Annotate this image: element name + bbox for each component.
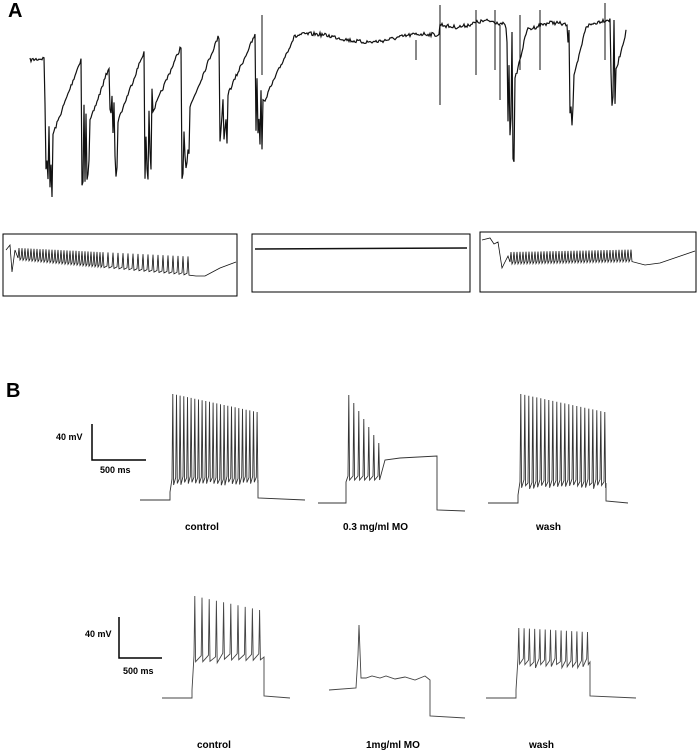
label-b1-wash: wash <box>535 522 561 533</box>
trace-b2-mo <box>328 624 466 719</box>
scalebar-row2-time: 500 ms <box>123 666 154 676</box>
panel-a-letter: A <box>8 0 23 22</box>
trace-b2-control <box>162 595 291 699</box>
trace-b1-wash <box>488 393 629 504</box>
label-b2-mo: 1mg/ml MO <box>366 740 420 751</box>
inset-trace-2 <box>254 247 468 250</box>
panel-b-letter: B <box>6 380 21 402</box>
scalebar-row1-voltage: 40 mV <box>56 432 83 442</box>
trace-a-main-spikes <box>261 3 606 105</box>
label-b1-control: control <box>185 522 219 533</box>
trace-b2-wash <box>486 627 637 699</box>
trace-b1-mo <box>318 394 466 512</box>
trace-a-main <box>29 17 627 198</box>
label-b2-control: control <box>197 740 231 751</box>
inset-trace-1 <box>5 243 237 277</box>
trace-b1-control <box>140 393 306 501</box>
inset-box-2 <box>251 233 471 293</box>
inset-box-1 <box>2 233 238 297</box>
inset-trace-3 <box>481 237 696 270</box>
label-b1-mo: 0.3 mg/ml MO <box>343 522 408 533</box>
scalebar-row1-time: 500 ms <box>100 465 131 475</box>
label-b2-wash: wash <box>528 740 554 751</box>
scalebar-row2: 40 mV 500 ms <box>85 617 162 676</box>
inset-box-3 <box>479 231 697 293</box>
scalebar-row2-voltage: 40 mV <box>85 629 112 639</box>
scalebar-row1: 40 mV 500 ms <box>56 424 146 475</box>
